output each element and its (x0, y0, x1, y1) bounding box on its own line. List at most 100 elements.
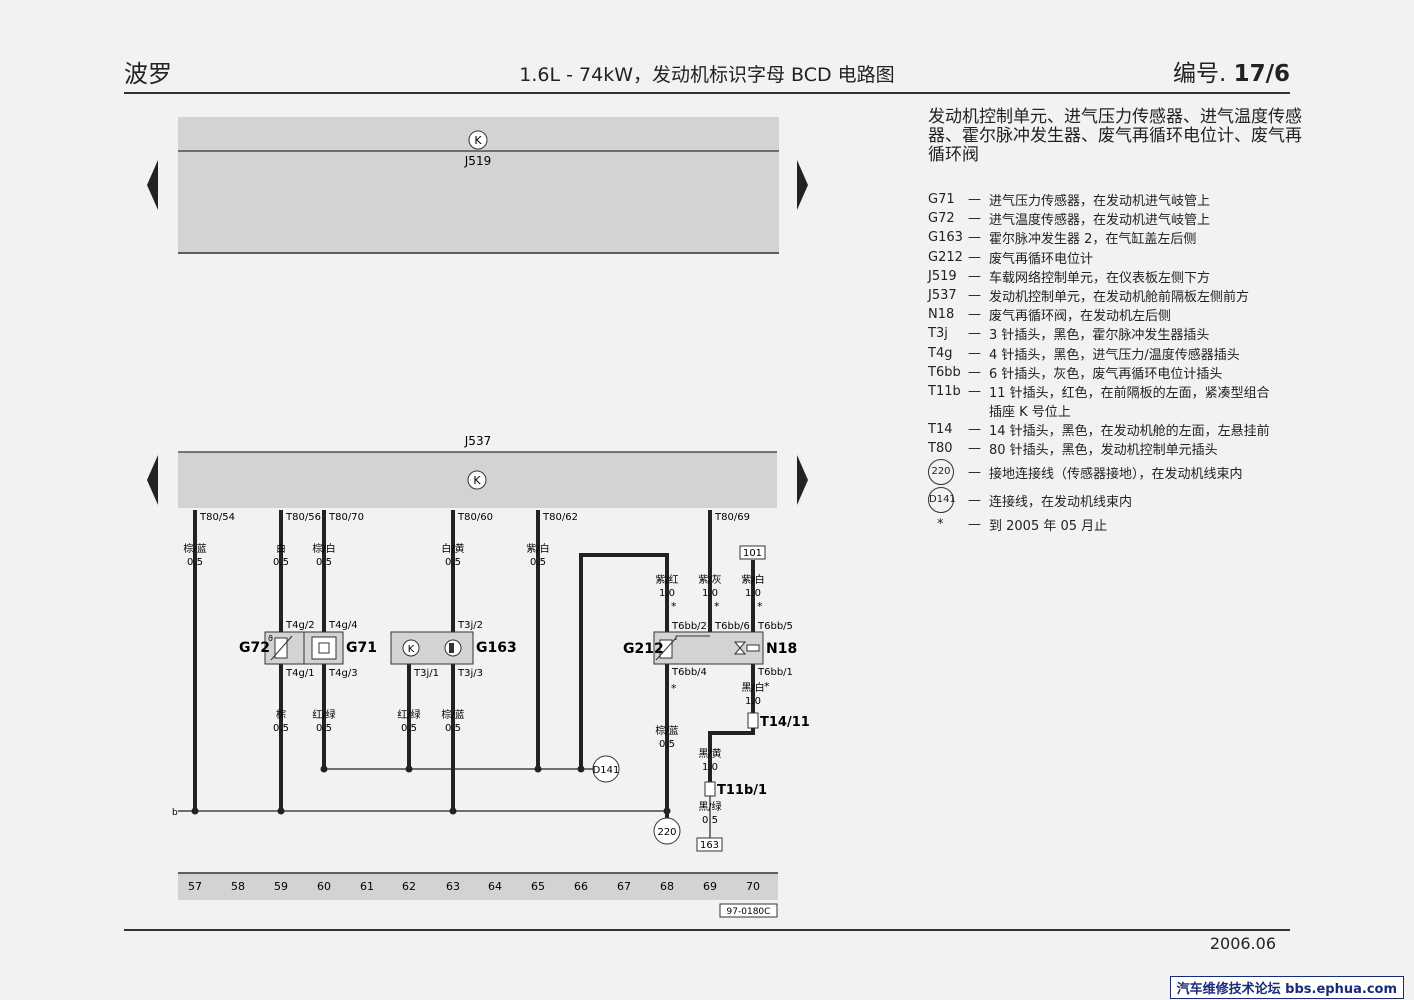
wire-color-label: 棕 (276, 708, 286, 721)
legend-desc: 80 针插头，黑色，发动机控制单元插头 (989, 443, 1218, 459)
legend-desc: 连接线，在发动机线束内 (989, 495, 1133, 511)
track-number: 58 (231, 880, 245, 893)
legend-dash: — (968, 364, 981, 380)
legend-desc: 11 针插头，红色，在前隔板的左面，紧凑型组合插座 K 号位上 (989, 384, 1294, 422)
legend-code: G212 (928, 249, 963, 265)
legend-item: 220—接地连接线（传感器接地），在发动机线束内 (928, 459, 1298, 493)
legend-code: G71 (928, 192, 955, 207)
wire-size-label: 1.0 (659, 588, 675, 599)
junction-dots (191, 765, 671, 815)
wire-size-label: 1.0 (745, 588, 761, 599)
legend-item: G72—进气温度传感器，在发动机进气岐管上 (928, 211, 1298, 230)
pin-label: T80/62 (542, 512, 578, 523)
t11b-connector-icon (704, 781, 716, 797)
legend-item: N18—废气再循环阀，在发动机左后侧 (928, 307, 1298, 326)
wire-size-label: 0.5 (530, 557, 546, 568)
model-name: 波罗 (124, 60, 172, 88)
track-number: 62 (402, 880, 416, 893)
thin-connections (178, 768, 711, 838)
wire-color-label: 紫/红 (655, 573, 678, 586)
page-arrow-right-icon (797, 160, 808, 210)
legend-item: T14 — 14 针插头，黑色，在发动机舱的左面，左悬挂前 (928, 422, 1298, 441)
t80-pin-labels: T80/54 T80/56 T80/70 T80/60 T80/62 T80/6… (199, 512, 750, 523)
star-mark: * (764, 680, 770, 693)
wires (193, 510, 755, 818)
wire-labels-top: 棕/蓝 0.5 白 0.5 棕/白 0.5 白/黄 0.5 紫/白 0.5 紫/… (183, 542, 764, 599)
legend-desc: 车载网络控制单元，在仪表板左侧下方 (989, 270, 1211, 286)
legend-item: G163—霍尔脉冲发生器 2，在气缸盖左后侧 (928, 230, 1298, 249)
legend-dash: — (968, 517, 981, 533)
t6bb-pin-labels: T6bb/2 T6bb/6 T6bb/5 T6bb/4 T6bb/1 (671, 621, 793, 678)
junction-dot (663, 807, 671, 815)
legend-code: T4g (928, 345, 953, 361)
t14-label: T14/11 (760, 715, 810, 730)
legend-ground-circle: 220 (928, 459, 954, 486)
legend-item: D141—连接线，在发动机线束内 (928, 487, 1298, 517)
wire-color-label: 紫/灰 (698, 573, 721, 586)
legend-desc: 4 针插头，黑色，进气压力/温度传感器插头 (989, 347, 1240, 363)
wire-color-label: 棕/白 (312, 542, 335, 555)
legend-dash: — (968, 422, 981, 438)
legend-dash: — (968, 230, 981, 246)
legend-dash: — (968, 465, 981, 481)
wire-color-label: 棕/蓝 (441, 708, 464, 721)
wire-color-label: 白/黄 (441, 542, 464, 555)
legend-dash: — (968, 287, 981, 303)
legend-dash: — (968, 441, 981, 457)
legend-dash: — (968, 345, 981, 361)
d141-label: D141 (593, 765, 620, 776)
legend-item: T3j—3 针插头，黑色，霍尔脉冲发生器插头 (928, 326, 1298, 345)
wire-color-label: 红/绿 (397, 708, 420, 721)
legend-dash: — (968, 383, 981, 399)
page-number: 编号. 17/6 (1173, 54, 1290, 88)
junction-dot (277, 807, 285, 815)
wire-color-label: 白 (276, 542, 286, 555)
g71-label: G71 (346, 640, 377, 656)
wire-size-label: 0.5 (316, 723, 332, 734)
legend-dash: — (968, 249, 981, 265)
pin-label: T80/70 (328, 512, 364, 523)
bus-label-b: b (172, 808, 178, 818)
junction-dot (320, 765, 328, 773)
legend-code: G163 (928, 230, 963, 246)
legend-desc: 发动机控制单元，在发动机舱前隔板左侧前方 (989, 289, 1250, 305)
track-number: 70 (746, 880, 760, 893)
track-numbers: 57 58 59 60 61 62 63 64 65 66 67 68 69 7… (188, 880, 760, 893)
star-mark: * (671, 600, 677, 613)
wire-size-label: 1.0 (702, 588, 718, 599)
legend-dash: — (968, 268, 981, 284)
pin-label: T6bb/6 (714, 621, 750, 632)
pin-label: T80/60 (457, 512, 493, 523)
junction-dot (534, 765, 542, 773)
pin-label: T6bb/2 (671, 621, 707, 632)
legend-dash: — (968, 192, 981, 207)
pin-label: T80/54 (199, 512, 235, 523)
legend-code: T14 (928, 422, 953, 438)
legend-item: G71 — 进气压力传感器，在发动机进气岐管上 (928, 192, 1298, 211)
ground-220-label: 220 (657, 827, 676, 838)
t4g-pin-labels: T4g/2 T4g/4 T4g/1 T4g/3 (285, 620, 358, 679)
star-mark: * (671, 682, 677, 695)
j537-label: J537 (464, 434, 491, 448)
star-mark: * (757, 600, 763, 613)
legend-desc: 进气压力传感器，在发动机进气岐管上 (989, 194, 1211, 209)
pin-label: T6bb/5 (757, 621, 793, 632)
section-title: 发动机控制单元、进气压力传感器、进气温度传感器、霍尔脉冲发生器、废气再循环电位计… (928, 107, 1302, 165)
valve-solenoid-icon (746, 644, 760, 652)
legend-item: *—到 2005 年 05 月止 (928, 517, 1298, 536)
legend-desc: 6 针插头，灰色，废气再循环电位计插头 (989, 366, 1223, 382)
legend-desc-line2: 插座 K 号位上 (989, 405, 1071, 421)
pin-label: T3j/2 (457, 620, 483, 631)
legend-dash: — (968, 493, 981, 509)
ref-163-label: 163 (700, 840, 719, 851)
legend-code: T11b (928, 383, 961, 399)
control-unit-icon (468, 130, 488, 150)
ground-220-circle (653, 817, 681, 845)
track-number: 66 (574, 880, 588, 893)
g163-label: G163 (476, 640, 517, 656)
legend-item: T4g — 4 针插头，黑色，进气压力/温度传感器插头 (928, 346, 1298, 365)
pressure-sensor-icon (311, 636, 337, 660)
component-legend: G71 — 进气压力传感器，在发动机进气岐管上 G72—进气温度传感器，在发动机进气… (928, 192, 1298, 537)
track-number: 65 (531, 880, 545, 893)
legend-desc: 14 针插头，黑色，在发动机舱的左面，左悬挂前 (989, 424, 1270, 440)
